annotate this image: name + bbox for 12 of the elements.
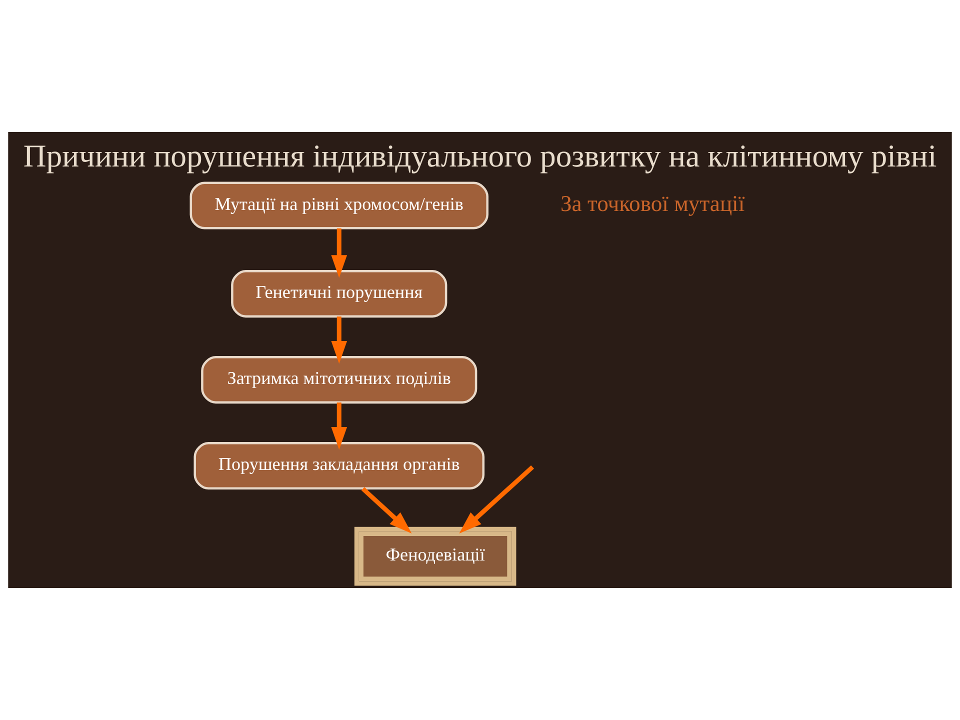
node-box: Затримка мітотичних поділів [201, 356, 478, 404]
node-box: Мутації на рівні хромосом/генів [190, 182, 488, 230]
arrow [331, 316, 348, 364]
node-box: Генетичні порушення [231, 270, 448, 318]
arrow [361, 487, 412, 534]
diagram-title: Причини порушення індивідуального розвитку на клітинному рівні [23, 138, 937, 174]
arrow [331, 402, 348, 450]
node-box: Фенодевіації [354, 526, 516, 586]
label: За точкової мутації [560, 191, 745, 216]
arrow [331, 228, 348, 278]
arrow [459, 465, 534, 534]
node-box: Порушення закладання органів [194, 442, 485, 490]
